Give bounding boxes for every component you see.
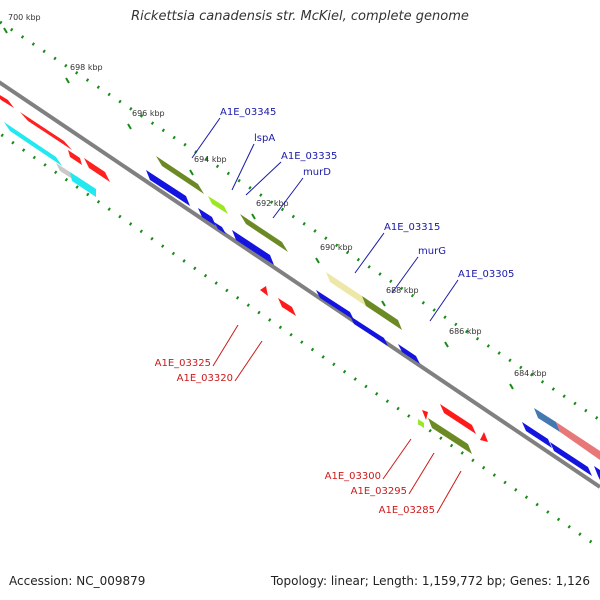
gene-feature[interactable]: [556, 422, 600, 460]
tick-mark: [65, 77, 70, 84]
gene-feature[interactable]: [4, 122, 62, 166]
gene-feature[interactable]: [156, 156, 204, 194]
gene-feature[interactable]: [428, 418, 472, 454]
tick-label: 692 kbp: [256, 199, 289, 208]
tick-label: 698 kbp: [70, 63, 103, 72]
tick-mark: [315, 257, 320, 264]
gene-label-leader: [408, 452, 435, 495]
gene-feature[interactable]: [84, 158, 110, 182]
gene-label[interactable]: A1E_03285: [379, 505, 435, 516]
genome-backbone: [0, 80, 600, 489]
gene-label[interactable]: A1E_03315: [384, 222, 440, 233]
gene-label[interactable]: murD: [303, 167, 331, 178]
gene-label-leader: [191, 117, 221, 159]
gene-label-leader: [245, 161, 282, 196]
gene-label-leader: [354, 232, 385, 274]
tick-label: 688 kbp: [386, 286, 419, 295]
tick-mark: [444, 341, 449, 348]
gene-feature[interactable]: [70, 172, 96, 197]
gene-label[interactable]: A1E_03335: [281, 151, 337, 162]
gene-feature[interactable]: [260, 286, 268, 296]
gene-label-leader: [231, 143, 255, 191]
gene-feature[interactable]: [198, 208, 216, 226]
gene-label[interactable]: A1E_03345: [220, 107, 276, 118]
gene-features: [0, 92, 600, 480]
gene-label-leader: [391, 256, 419, 294]
gene-feature[interactable]: [326, 272, 366, 306]
gene-feature[interactable]: [316, 290, 354, 320]
tick-line-upper: [0, 20, 600, 422]
gene-label[interactable]: A1E_03295: [351, 486, 407, 497]
gene-feature[interactable]: [398, 344, 420, 364]
gene-feature[interactable]: [440, 404, 476, 434]
gene-feature[interactable]: [550, 442, 592, 476]
gene-feature[interactable]: [522, 422, 552, 448]
tick-label: 700 kbp: [8, 13, 41, 22]
tick-label: 690 kbp: [320, 243, 353, 252]
tick-line-lower: [0, 131, 600, 550]
gene-feature[interactable]: [422, 410, 428, 420]
gene-feature[interactable]: [232, 230, 274, 265]
scale-ticks: 700 kbp 698 kbp 696 kbp 694 kbp 692 kbp 690 k…: [3, 13, 547, 390]
genome-title: Rickettsia canadensis str. McKiel, compl…: [131, 9, 469, 24]
top-gene-labels: A1E_03345 lspA A1E_03335 murD A1E_03315 murG A…: [191, 107, 514, 322]
tick-mark: [127, 123, 132, 130]
gene-feature[interactable]: [214, 222, 226, 234]
gene-label-leader: [212, 324, 239, 367]
gene-feature[interactable]: [278, 298, 296, 316]
gene-label[interactable]: A1E_03320: [177, 373, 233, 384]
gene-feature[interactable]: [240, 214, 288, 252]
gene-feature[interactable]: [362, 296, 402, 330]
gene-label[interactable]: A1E_03305: [458, 269, 514, 280]
tick-mark: [189, 169, 194, 176]
gene-feature[interactable]: [208, 196, 228, 214]
tick-mark: [251, 213, 256, 220]
gene-label[interactable]: murG: [418, 246, 446, 257]
gene-label[interactable]: lspA: [254, 133, 275, 144]
genome-map[interactable]: 700 kbp 698 kbp 696 kbp 694 kbp 692 kbp 690 k…: [0, 0, 600, 570]
gene-feature[interactable]: [418, 419, 424, 428]
gene-label[interactable]: A1E_03325: [155, 358, 211, 369]
gene-feature[interactable]: [146, 170, 190, 206]
genome-summary-text: Topology: linear; Length: 1,159,772 bp; …: [270, 574, 590, 588]
gene-label-leader: [436, 470, 462, 514]
accession-text: Accession: NC_009879: [9, 574, 146, 588]
gene-feature[interactable]: [480, 432, 488, 442]
tick-label: 696 kbp: [132, 109, 165, 118]
gene-feature[interactable]: [594, 466, 600, 480]
tick-mark: [509, 383, 514, 390]
gene-feature[interactable]: [534, 408, 560, 432]
tick-label: 694 kbp: [194, 155, 227, 164]
gene-feature[interactable]: [0, 92, 14, 108]
tick-label: 684 kbp: [514, 369, 547, 378]
gene-label-leader: [429, 279, 459, 322]
gene-feature[interactable]: [68, 150, 82, 165]
gene-label-leader: [272, 177, 304, 219]
gene-label-leader: [382, 438, 412, 480]
bottom-gene-labels: A1E_03325A1E_03320A1E_03300A1E_03295A1E_…: [155, 324, 462, 516]
gene-feature[interactable]: [350, 316, 388, 346]
gene-feature[interactable]: [56, 163, 74, 180]
tick-mark: [3, 27, 8, 34]
tick-mark: [381, 300, 386, 307]
gene-feature[interactable]: [20, 112, 72, 150]
gene-label-leader: [234, 340, 263, 382]
gene-label[interactable]: A1E_03300: [325, 471, 381, 482]
tick-label: 686 kbp: [449, 327, 482, 336]
